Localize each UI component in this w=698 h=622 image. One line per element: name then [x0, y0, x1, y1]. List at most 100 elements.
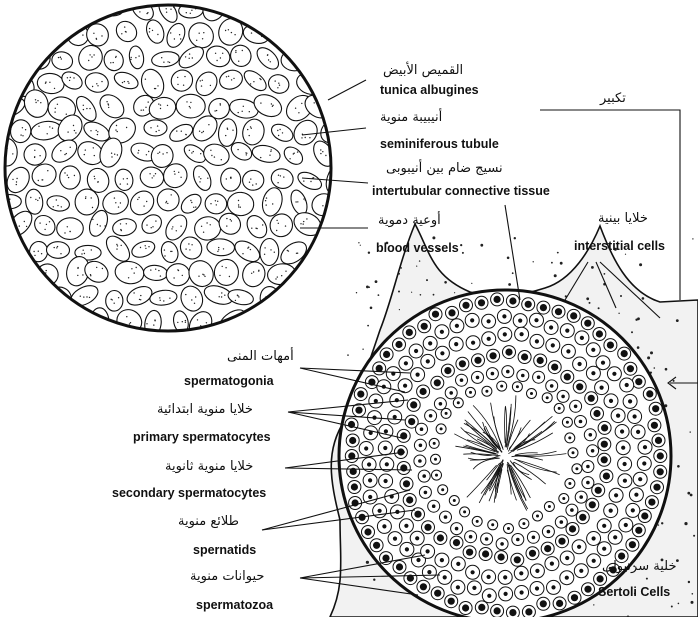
stipple-dot — [143, 205, 144, 206]
cell-nucleus — [414, 511, 421, 518]
stipple-dot — [127, 178, 128, 179]
cell-nucleus — [597, 575, 604, 582]
stipple-dot — [310, 181, 311, 182]
cell-nucleus — [424, 491, 428, 495]
stipple-dot — [219, 275, 220, 276]
cell-nucleus — [514, 556, 521, 563]
cell-nucleus — [419, 444, 423, 448]
stipple-dot — [137, 199, 138, 200]
connective-tissue-cell — [507, 257, 510, 260]
seminiferous-tubule-profile — [243, 212, 271, 242]
stipple-dot — [237, 149, 238, 150]
stipple-dot — [197, 319, 198, 320]
stipple-dot — [191, 10, 192, 11]
cell-nucleus — [576, 383, 583, 390]
connective-tissue-cell — [508, 283, 511, 286]
cell-nucleus — [565, 329, 569, 333]
stipple-dot — [147, 12, 148, 13]
stipple-dot — [248, 329, 249, 330]
cell-nucleus — [457, 401, 460, 404]
stipple-dot — [243, 9, 244, 10]
stipple-dot — [67, 175, 68, 176]
stipple-dot — [145, 107, 146, 108]
stipple-dot — [221, 292, 222, 293]
connective-label-en: intertubular connective tissue — [372, 185, 550, 198]
stipple-dot — [324, 295, 325, 296]
cell-nucleus — [500, 542, 504, 546]
seminiferous-tubule-profile — [216, 306, 248, 335]
stipple-dot — [238, 296, 239, 297]
stipple-dot — [12, 11, 13, 12]
cell-nucleus — [384, 429, 388, 433]
sertoli-label-en: Sertoli Cells — [598, 586, 670, 599]
stipple-dot — [169, 62, 170, 63]
stipple-dot — [64, 154, 65, 155]
stipple-dot — [324, 257, 325, 258]
stipple-dot — [291, 297, 292, 298]
connective-tissue-cell — [692, 593, 694, 595]
cell-nucleus — [509, 297, 516, 304]
cell-nucleus — [471, 570, 475, 574]
stipple-dot — [37, 100, 38, 101]
cell-nucleus — [532, 536, 536, 540]
stipple-dot — [238, 200, 239, 201]
tunica-label-ar: القميص الأبيض — [383, 64, 463, 77]
cell-nucleus — [525, 608, 532, 615]
stipple-dot — [189, 106, 190, 107]
cell-nucleus — [440, 330, 444, 334]
stipple-dot — [178, 172, 179, 173]
cell-nucleus — [434, 379, 441, 386]
cell-nucleus — [638, 477, 642, 481]
stipple-dot — [309, 31, 310, 32]
stipple-dot — [54, 30, 55, 31]
stipple-dot — [224, 295, 225, 296]
stipple-dot — [85, 198, 86, 199]
stipple-dot — [323, 101, 324, 102]
stipple-dot — [33, 251, 34, 252]
stipple-dot — [126, 223, 127, 224]
connective-tissue-cell — [598, 307, 600, 309]
stipple-dot — [223, 248, 224, 249]
stipple-dot — [181, 131, 182, 132]
cell-nucleus — [549, 325, 553, 329]
stipple-dot — [273, 34, 274, 35]
stipple-dot — [176, 230, 177, 231]
cell-nucleus — [558, 538, 565, 545]
stipple-dot — [38, 180, 39, 181]
stipple-dot — [11, 253, 12, 254]
cell-nucleus — [525, 301, 532, 308]
stipple-dot — [314, 300, 315, 301]
stipple-dot — [21, 81, 22, 82]
cell-nucleus — [422, 474, 426, 478]
stipple-dot — [341, 271, 342, 272]
stipple-dot — [149, 173, 150, 174]
stipple-dot — [238, 204, 239, 205]
seminiferous-tubule-profile — [75, 189, 99, 215]
stipple-dot — [134, 272, 135, 273]
stipple-dot — [316, 84, 317, 85]
stipple-dot — [78, 326, 79, 327]
stipple-dot — [155, 269, 156, 270]
stipple-dot — [60, 253, 61, 254]
connective-tissue-cell — [586, 297, 589, 300]
cell-nucleus — [504, 592, 508, 596]
stipple-dot — [220, 57, 221, 58]
stipple-dot — [177, 77, 178, 78]
cell-nucleus — [406, 496, 413, 503]
stipple-dot — [195, 206, 196, 207]
stipple-dot — [161, 57, 162, 58]
seminiferous-tubule-profile — [102, 232, 134, 266]
seminiferous-tubule-profile — [286, 0, 312, 27]
stipple-dot — [279, 129, 280, 130]
stipple-dot — [201, 226, 202, 227]
stipple-dot — [25, 129, 26, 130]
cell-nucleus — [463, 510, 466, 513]
stipple-dot — [9, 6, 10, 7]
stipple-dot — [312, 294, 313, 295]
stipple-dot — [237, 295, 238, 296]
stipple-dot — [90, 274, 91, 275]
stipple-dot — [155, 220, 156, 221]
stipple-dot — [208, 124, 209, 125]
cell-nucleus — [566, 349, 570, 353]
stipple-dot — [91, 8, 92, 9]
